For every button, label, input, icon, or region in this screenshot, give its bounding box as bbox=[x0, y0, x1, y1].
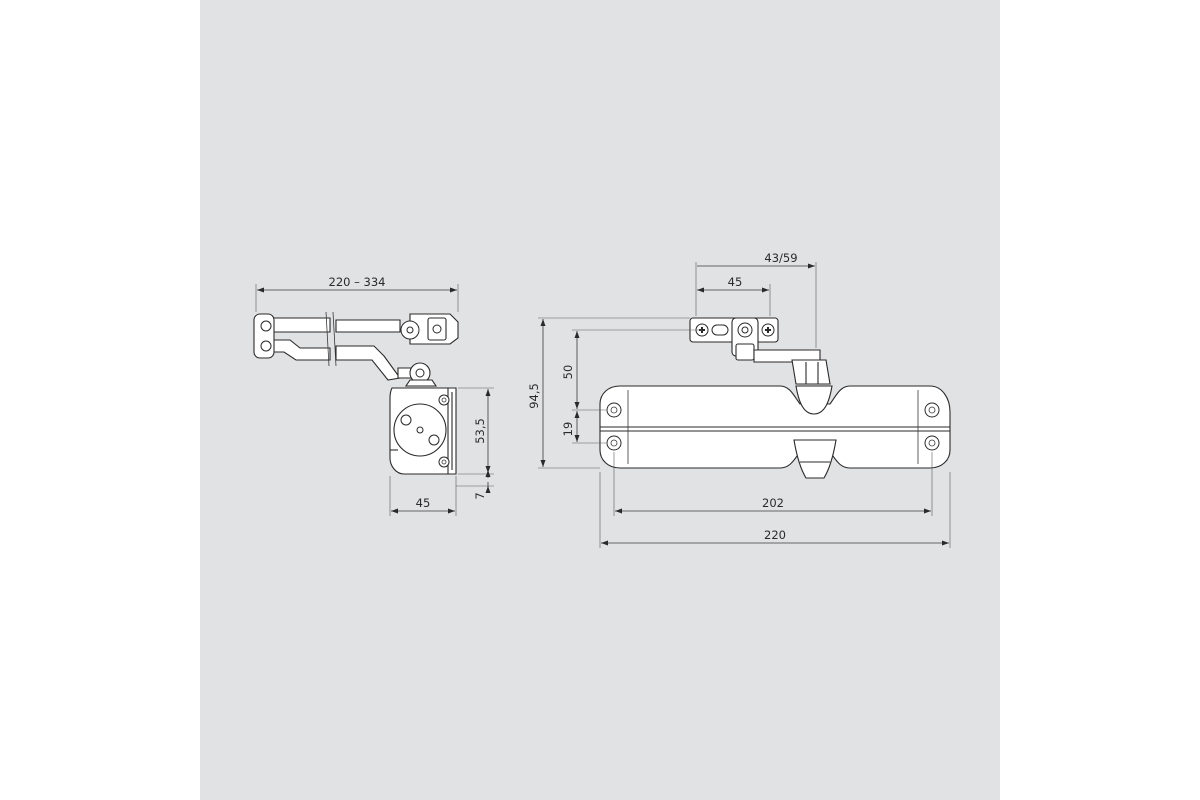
label-side-width: 45 bbox=[416, 496, 431, 510]
dim-arm-length: 220 – 334 bbox=[255, 275, 459, 312]
dim-bracket-offset: 45 bbox=[697, 275, 771, 316]
front-arm bbox=[753, 349, 831, 385]
dim-offset: 7 bbox=[456, 470, 494, 500]
label-offset: 7 bbox=[473, 492, 487, 499]
side-view: 220 – 334 53,5 7 45 bbox=[253, 275, 494, 516]
label-arm-offset: 43/59 bbox=[764, 251, 797, 265]
front-view: 43/59 45 94,5 50 bbox=[527, 251, 951, 548]
label-hole-distance: 202 bbox=[762, 496, 784, 510]
label-body-height: 53,5 bbox=[473, 418, 487, 444]
front-body bbox=[599, 385, 951, 479]
label-total-height: 94,5 bbox=[527, 383, 541, 409]
dim-total-length: 220 bbox=[599, 472, 951, 548]
dim-arm-offset: 43/59 bbox=[695, 251, 817, 348]
label-arm-height: 50 bbox=[561, 365, 575, 380]
dim-arm-height: 50 bbox=[561, 329, 702, 411]
label-total-length: 220 bbox=[764, 528, 786, 542]
label-arm-length: 220 – 334 bbox=[329, 275, 386, 289]
label-bracket-offset: 45 bbox=[728, 275, 743, 289]
dim-hole-distance: 202 bbox=[613, 452, 933, 516]
dim-total-height: 94,5 bbox=[527, 317, 690, 469]
side-arm bbox=[253, 311, 459, 387]
dim-hole-spacing: 19 bbox=[561, 411, 606, 444]
label-hole-spacing: 19 bbox=[561, 422, 575, 437]
dim-body-height: 53,5 bbox=[458, 387, 494, 475]
dim-side-width: 45 bbox=[389, 476, 457, 516]
side-body bbox=[389, 387, 457, 475]
front-bracket bbox=[689, 317, 779, 361]
